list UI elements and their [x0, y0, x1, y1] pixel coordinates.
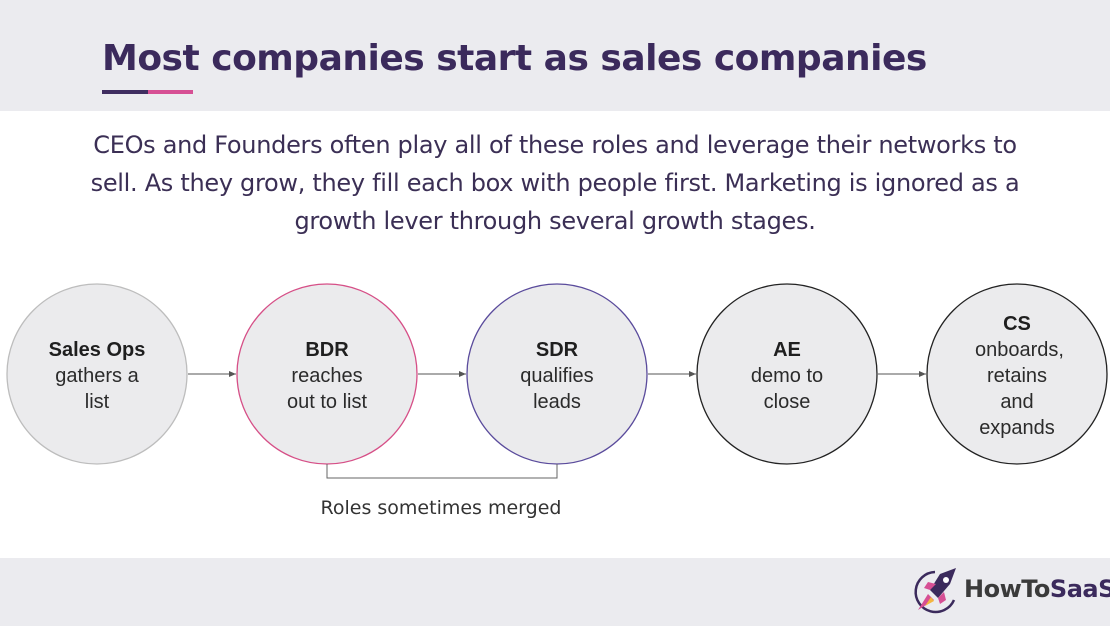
node-desc: demo to close — [750, 365, 824, 413]
footer-band — [0, 558, 1110, 626]
underline-pink-segment — [148, 90, 193, 94]
node-ae: AE demo to close — [712, 337, 862, 415]
node-bdr: BDR reaches out to list — [252, 337, 402, 415]
node-role: SDR — [535, 339, 579, 361]
node-desc: reaches out to list — [286, 365, 368, 413]
intro-text: CEOs and Founders often play all of thes… — [90, 131, 1020, 235]
node-desc: qualifies leads — [520, 365, 594, 413]
brand-name-part-b: SaaS — [1049, 575, 1110, 603]
underline-purple-segment — [102, 90, 148, 94]
node-role: Sales Ops — [48, 339, 146, 361]
node-ae-circle — [696, 283, 878, 465]
rocket-logo-icon — [914, 568, 956, 614]
brand-name-part-a: HowTo — [964, 575, 1050, 603]
node-role: CS — [1003, 313, 1031, 335]
node-cs-circle — [926, 283, 1108, 465]
brand-name: HowToSaaS — [964, 575, 1110, 603]
node-desc: onboards, retains and expands — [975, 339, 1064, 439]
node-cs: CS onboards, retains and expands — [942, 311, 1092, 441]
node-sales-ops-circle — [6, 283, 188, 465]
title-underline — [102, 90, 193, 94]
brand-logo: HowToSaaS — [908, 562, 1110, 622]
merge-bracket — [326, 464, 558, 479]
merge-caption: Roles sometimes merged — [320, 497, 562, 519]
node-sdr: SDR qualifies leads — [482, 337, 632, 415]
node-role: BDR — [305, 339, 349, 361]
node-role: AE — [773, 339, 801, 361]
node-desc: gathers a list — [55, 365, 139, 413]
node-sales-ops: Sales Ops gathers a list — [22, 337, 172, 415]
slide-title: Most companies start as sales companies — [102, 38, 927, 79]
